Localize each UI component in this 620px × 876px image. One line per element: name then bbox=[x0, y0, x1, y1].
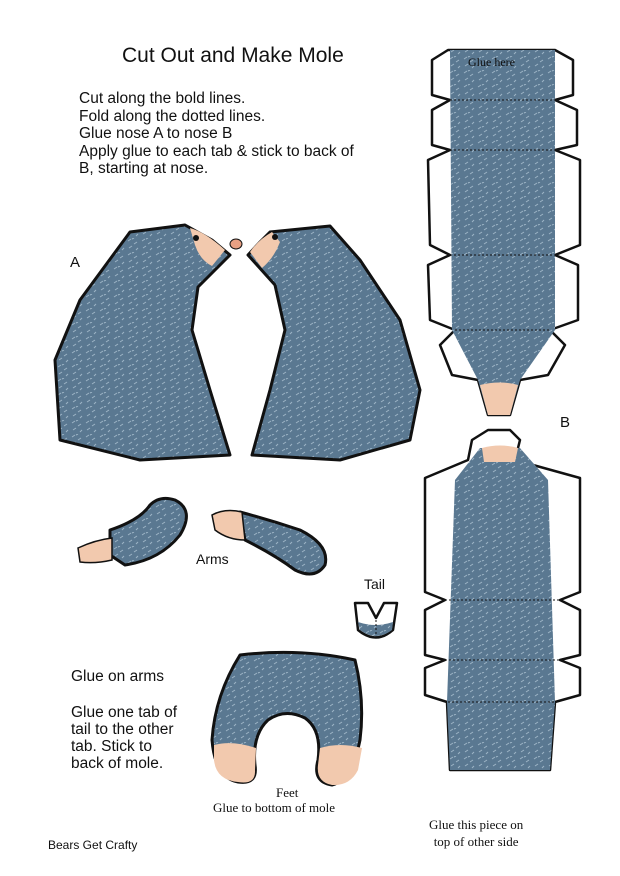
instruction-line: Apply glue to each tab & stick to back o… bbox=[79, 142, 354, 160]
note-line: tail to the other bbox=[71, 721, 174, 738]
tail-piece bbox=[353, 601, 399, 640]
note-line: Glue this piece on bbox=[429, 817, 524, 832]
body-piece-a bbox=[53, 223, 422, 462]
feet-glue-note: Glue to bottom of mole bbox=[213, 800, 336, 815]
note-line: tab. Stick to bbox=[71, 738, 152, 755]
instruction-line: Fold along the dotted lines. bbox=[79, 107, 266, 125]
instruction-line: B, starting at nose. bbox=[79, 160, 209, 177]
glue-here-label: Glue here bbox=[468, 55, 515, 69]
tail-label: Tail bbox=[364, 576, 386, 592]
piece-a-label: A bbox=[70, 254, 81, 271]
instruction-line: Cut along the bold lines. bbox=[79, 90, 246, 107]
arm-right bbox=[211, 509, 328, 576]
note-line: Glue one tab of bbox=[71, 704, 177, 721]
eye-icon bbox=[193, 235, 199, 241]
note-line: top of other side bbox=[433, 834, 519, 849]
note-line: back of mole. bbox=[71, 755, 164, 772]
instruction-line: Glue nose A to nose B bbox=[79, 125, 233, 142]
glue-tail-note: Glue one tab of tail to the other tab. S… bbox=[71, 704, 177, 772]
arms-label: Arms bbox=[196, 551, 229, 567]
feet-piece bbox=[210, 650, 364, 787]
nose-icon bbox=[229, 238, 243, 250]
glue-top-note: Glue this piece on top of other side bbox=[429, 816, 523, 850]
feet-label: Feet bbox=[276, 785, 299, 800]
eye-icon bbox=[272, 234, 278, 240]
piece-b-label: B bbox=[560, 414, 571, 431]
page-title: Cut Out and Make Mole bbox=[122, 44, 344, 67]
credit-text: Bears Get Crafty bbox=[48, 838, 138, 852]
glue-arms-note: Glue on arms bbox=[71, 668, 165, 685]
body-piece-b bbox=[423, 48, 582, 772]
arm-left bbox=[77, 496, 188, 567]
instructions: Cut along the bold lines. Fold along the… bbox=[79, 90, 354, 178]
